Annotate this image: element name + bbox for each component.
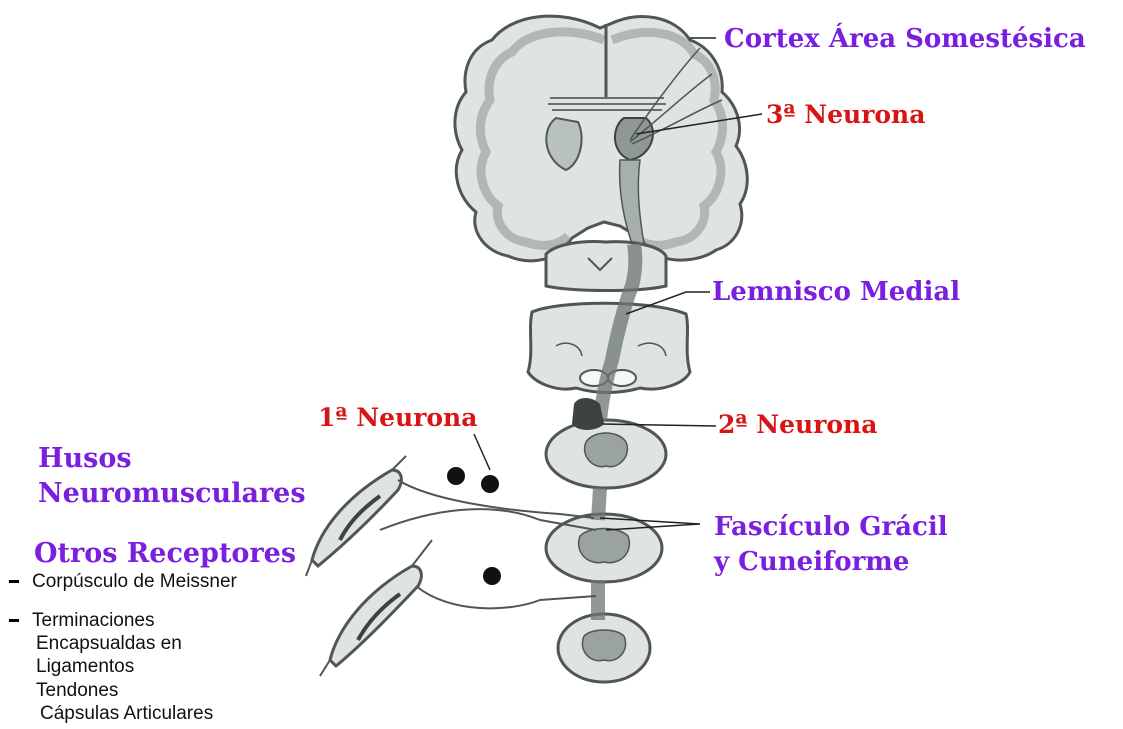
bullet-dash-1 xyxy=(9,580,19,583)
label-neuron-2: 2ª Neurona xyxy=(718,412,877,437)
label-cuneiforme: y Cuneiforme xyxy=(714,549,909,575)
bullet-dash-2 xyxy=(9,619,19,622)
midbrain-section xyxy=(546,242,666,291)
spinal-segment-3 xyxy=(558,614,650,682)
label-neuromusculares: Neuromusculares xyxy=(38,480,306,507)
label-neuron-3: 3ª Neurona xyxy=(766,102,925,127)
ganglion-cell-3 xyxy=(483,567,501,585)
label-lemnisco-medial: Lemnisco Medial xyxy=(712,279,960,305)
receptor-ligamentos: Ligamentos xyxy=(36,657,134,676)
afferent-fiber-3 xyxy=(416,586,596,608)
receptor-capsulas: Cápsulas Articulares xyxy=(40,704,213,723)
ganglion-cell-1 xyxy=(447,467,465,485)
receptor-tendones: Tendones xyxy=(36,681,118,700)
spinal-segment-1 xyxy=(546,420,666,488)
muscle-spindle-upper xyxy=(306,456,406,576)
receptor-terminaciones: Terminaciones xyxy=(32,611,155,630)
label-cortex: Cortex Área Somestésica xyxy=(724,26,1086,52)
leader-neuron1 xyxy=(474,434,490,470)
label-husos: Husos xyxy=(38,445,132,472)
ganglion-cell-2 xyxy=(481,475,499,493)
label-fasciculo-gracil: Fascículo Grácil xyxy=(714,514,948,540)
label-neuron-1: 1ª Neurona xyxy=(318,405,477,430)
label-otros-receptores: Otros Receptores xyxy=(34,540,296,567)
brain-section xyxy=(455,16,747,261)
receptor-meissner: Corpúsculo de Meissner xyxy=(32,572,237,591)
muscle-spindle-lower xyxy=(320,540,432,676)
receptor-encapsuladas: Encapsualdas en xyxy=(36,634,182,653)
